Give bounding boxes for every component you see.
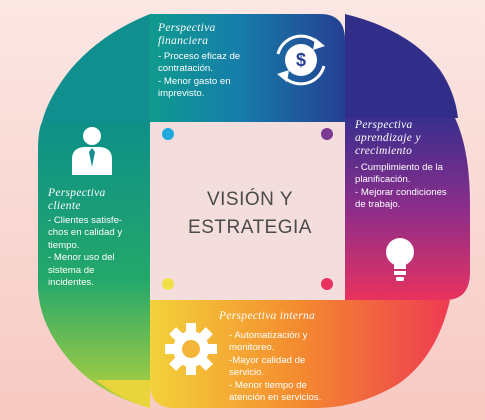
svg-text:$: $ <box>296 50 306 70</box>
financiera-line: - Proceso eficaz de <box>158 51 241 62</box>
dot-top-right <box>321 128 333 140</box>
cliente-line: sistema de <box>48 264 95 276</box>
aprendizaje-line: - Mejorar condiciones <box>355 186 447 198</box>
interna-title-line1: Perspectiva interna <box>219 310 316 322</box>
corner-top-right <box>345 14 458 118</box>
businessman-icon <box>72 127 112 175</box>
center-title-line1: VISIÓN Y <box>206 189 293 210</box>
panel-financiera <box>150 14 345 122</box>
interna-line: - Menor tiempo de <box>229 379 307 391</box>
aprendizaje-title-line2: aprendizaje y <box>355 132 421 144</box>
cliente-line: tiempo. <box>48 239 80 251</box>
center-title-line2: ESTRATEGIA <box>188 217 312 238</box>
interna-line: servicio. <box>229 367 265 379</box>
cliente-title: Perspectiva cliente <box>48 187 106 213</box>
financiera-title: Perspectiva financiera <box>158 22 216 48</box>
dot-top-left <box>162 128 174 140</box>
cliente-body: - Clientes satisfe- chos en calidad y ti… <box>48 215 122 289</box>
cliente-line: - Clientes satisfe- <box>48 215 123 226</box>
dot-bottom-right <box>321 278 333 290</box>
center-title: VISIÓN Y ESTRATEGIA <box>170 186 330 242</box>
interna-line: atención en servicios. <box>229 392 322 404</box>
aprendizaje-line: de trabajo. <box>355 199 401 211</box>
interna-line: -Mayor calidad de <box>229 354 306 366</box>
cliente-line: incidentes. <box>48 277 94 289</box>
interna-line: - Automatización y <box>229 330 308 341</box>
aprendizaje-line: - Cumplimiento de la <box>355 162 443 173</box>
financiera-title-line1: Perspectiva <box>158 22 216 34</box>
panel-aprendizaje <box>345 118 470 300</box>
cliente-title-line2: cliente <box>48 200 81 212</box>
corner-top-left <box>42 14 150 122</box>
corner-bottom-left <box>96 300 150 408</box>
center-square <box>150 122 345 300</box>
interna-body: - Automatización y monitoreo. -Mayor cal… <box>229 330 321 404</box>
aprendizaje-title-line3: crecimiento <box>355 145 413 157</box>
financiera-body: - Proceso eficaz de contratación. - Meno… <box>158 51 240 101</box>
aprendizaje-title: Perspectiva aprendizaje y crecimiento <box>355 119 421 158</box>
aprendizaje-body: - Cumplimiento de la planificación. - Me… <box>355 162 447 212</box>
financiera-line: imprevisto. <box>158 88 205 100</box>
financiera-line: - Menor gasto en <box>158 75 231 87</box>
lightbulb-icon <box>386 238 414 281</box>
interna-line: monitoreo. <box>229 342 275 354</box>
aprendizaje-title-line1: Perspectiva <box>355 119 413 131</box>
financiera-line: contratación. <box>158 63 213 75</box>
financiera-title-line2: financiera <box>158 35 209 47</box>
panel-cliente <box>38 122 150 408</box>
gear-icon <box>165 323 217 375</box>
interna-title: Perspectiva interna <box>219 310 315 323</box>
aprendizaje-line: planificación. <box>355 174 411 186</box>
cliente-line: - Menor uso del <box>48 252 115 264</box>
dot-bottom-left <box>162 278 174 290</box>
cliente-title-line1: Perspectiva <box>48 187 106 199</box>
dollar-refresh-icon: $ <box>276 34 326 86</box>
cliente-line: chos en calidad y <box>48 227 123 239</box>
panel-interna <box>150 300 450 408</box>
